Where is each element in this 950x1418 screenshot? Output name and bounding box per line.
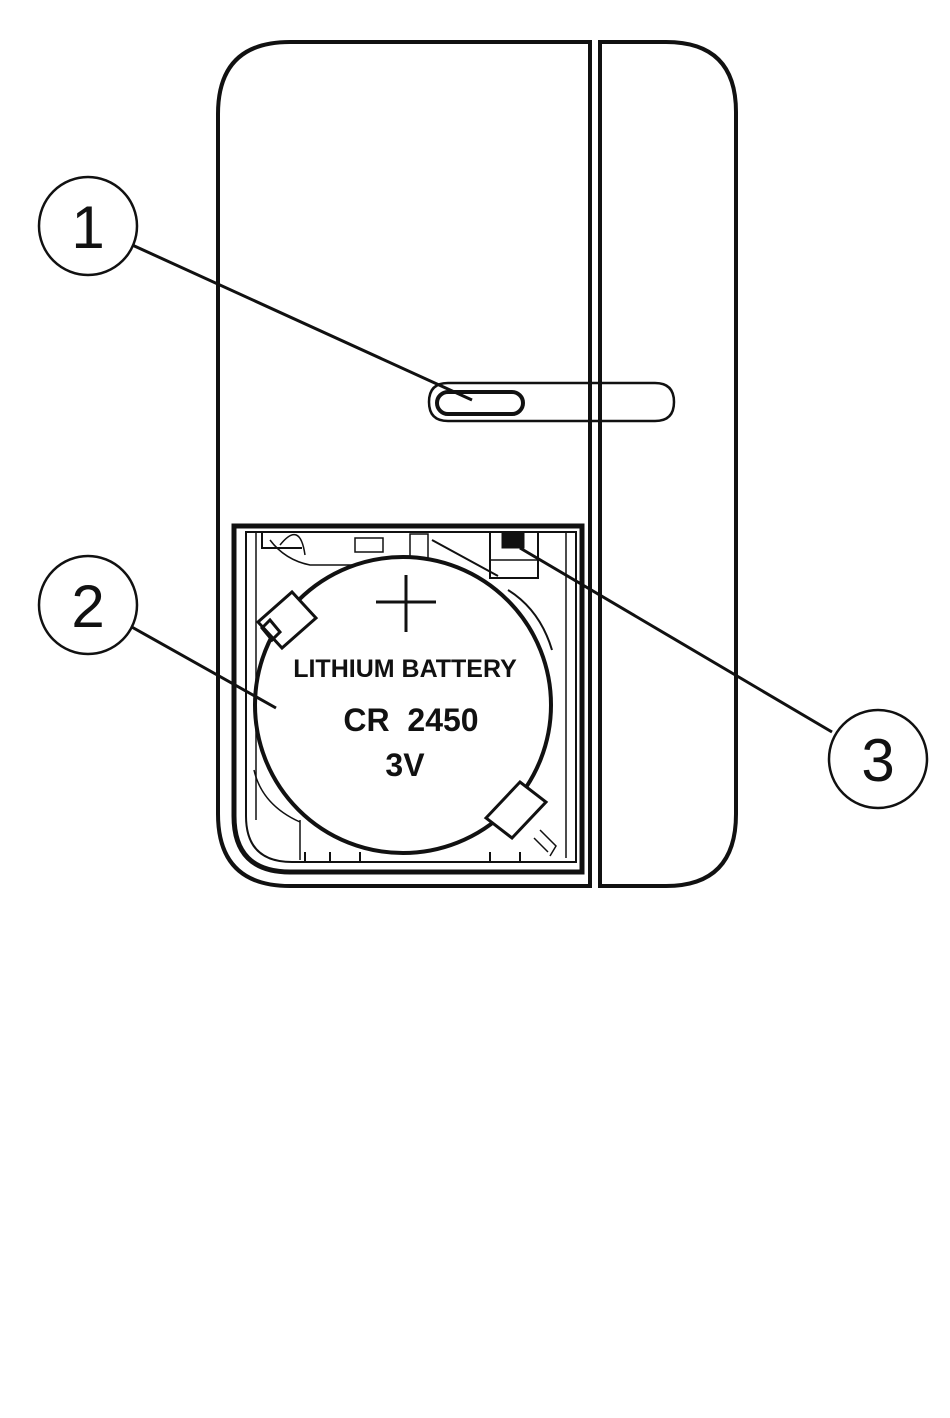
callout-3: 3 bbox=[829, 710, 927, 808]
battery-label-voltage: 3V bbox=[385, 747, 425, 783]
callout-2-number: 2 bbox=[71, 573, 104, 640]
callout-1: 1 bbox=[39, 177, 137, 275]
battery-label-type: LITHIUM BATTERY bbox=[293, 655, 517, 683]
callout-1-number: 1 bbox=[71, 194, 104, 261]
callout-3-number: 3 bbox=[861, 727, 894, 794]
magnet-body bbox=[600, 42, 736, 886]
battery-label-model: CR 2450 bbox=[343, 702, 478, 738]
led-indicator bbox=[429, 383, 674, 421]
callout-2: 2 bbox=[39, 556, 137, 654]
